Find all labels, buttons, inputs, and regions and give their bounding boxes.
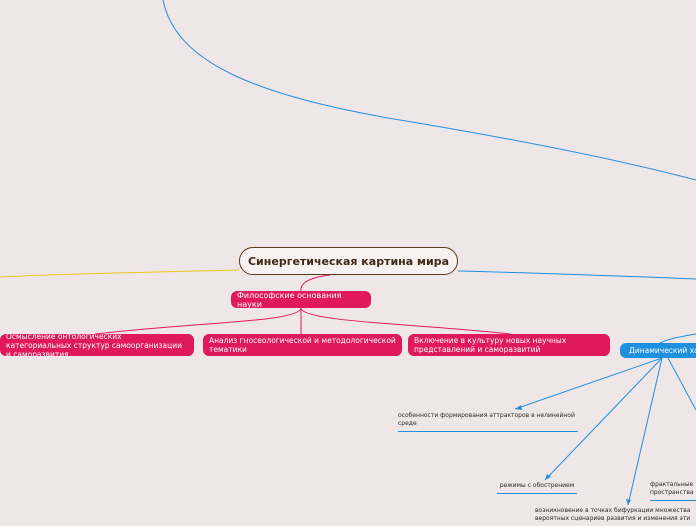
- leaf-sharpening-label: режимы с обострением: [499, 482, 575, 489]
- pink-link-ontology: [94, 307, 302, 335]
- leaf-attractors[interactable]: особенности формирования аттракторов в н…: [398, 412, 578, 432]
- subtopic-ontology-label: Осмысление онтологических категориальных…: [6, 331, 182, 359]
- leaf-attractors-label: особенности формирования аттракторов в н…: [398, 412, 575, 427]
- yellow-branch-left: [0, 269, 240, 278]
- topic-dynamic-chaos[interactable]: Динамический хаос: [620, 343, 696, 358]
- pink-link-philosophy: [300, 274, 331, 292]
- topic-philosophy-label: Философские основания науки: [237, 290, 342, 309]
- subtopic-gnoseology-label: Анализ гносеологической и методологическ…: [209, 336, 396, 354]
- leaf-fractal[interactable]: фрактальные пространства: [650, 481, 696, 501]
- blue-branch-top: [162, 0, 696, 181]
- leaf-bifurcation-label: возникновение в точках бифуркации множес…: [535, 507, 691, 522]
- leaf-sharpening[interactable]: режимы с обострением: [497, 482, 577, 494]
- blue-link-chaos-up: [659, 333, 696, 344]
- blue-link-attractors: [514, 357, 663, 410]
- subtopic-culture-label: Включение в культуру новых научных предс…: [414, 336, 567, 354]
- subtopic-ontology[interactable]: Осмысление онтологических категориальных…: [0, 331, 194, 359]
- topic-dynamic-chaos-label: Динамический хаос: [629, 346, 696, 355]
- topic-philosophy[interactable]: Философские основания науки: [231, 290, 371, 309]
- blue-link-sharpening: [544, 357, 663, 481]
- blue-branch-right: [457, 270, 696, 280]
- arrow-sharpening: [545, 474, 551, 480]
- pink-link-culture: [300, 307, 511, 335]
- blue-link-fractal: [667, 357, 696, 411]
- leaf-fractal-label: фрактальные пространства: [650, 481, 694, 496]
- leaf-bifurcation[interactable]: возникновение в точках бифуркации множес…: [535, 507, 696, 526]
- subtopic-gnoseology[interactable]: Анализ гносеологической и методологическ…: [203, 334, 402, 356]
- central-topic[interactable]: Синергетическая картина мира: [239, 247, 458, 275]
- subtopic-culture[interactable]: Включение в культуру новых научных предс…: [408, 334, 610, 356]
- arrow-attractors: [515, 405, 522, 410]
- arrow-bifurcation: [626, 499, 631, 505]
- central-topic-label: Синергетическая картина мира: [247, 254, 449, 268]
- blue-link-bifurcation: [627, 357, 663, 506]
